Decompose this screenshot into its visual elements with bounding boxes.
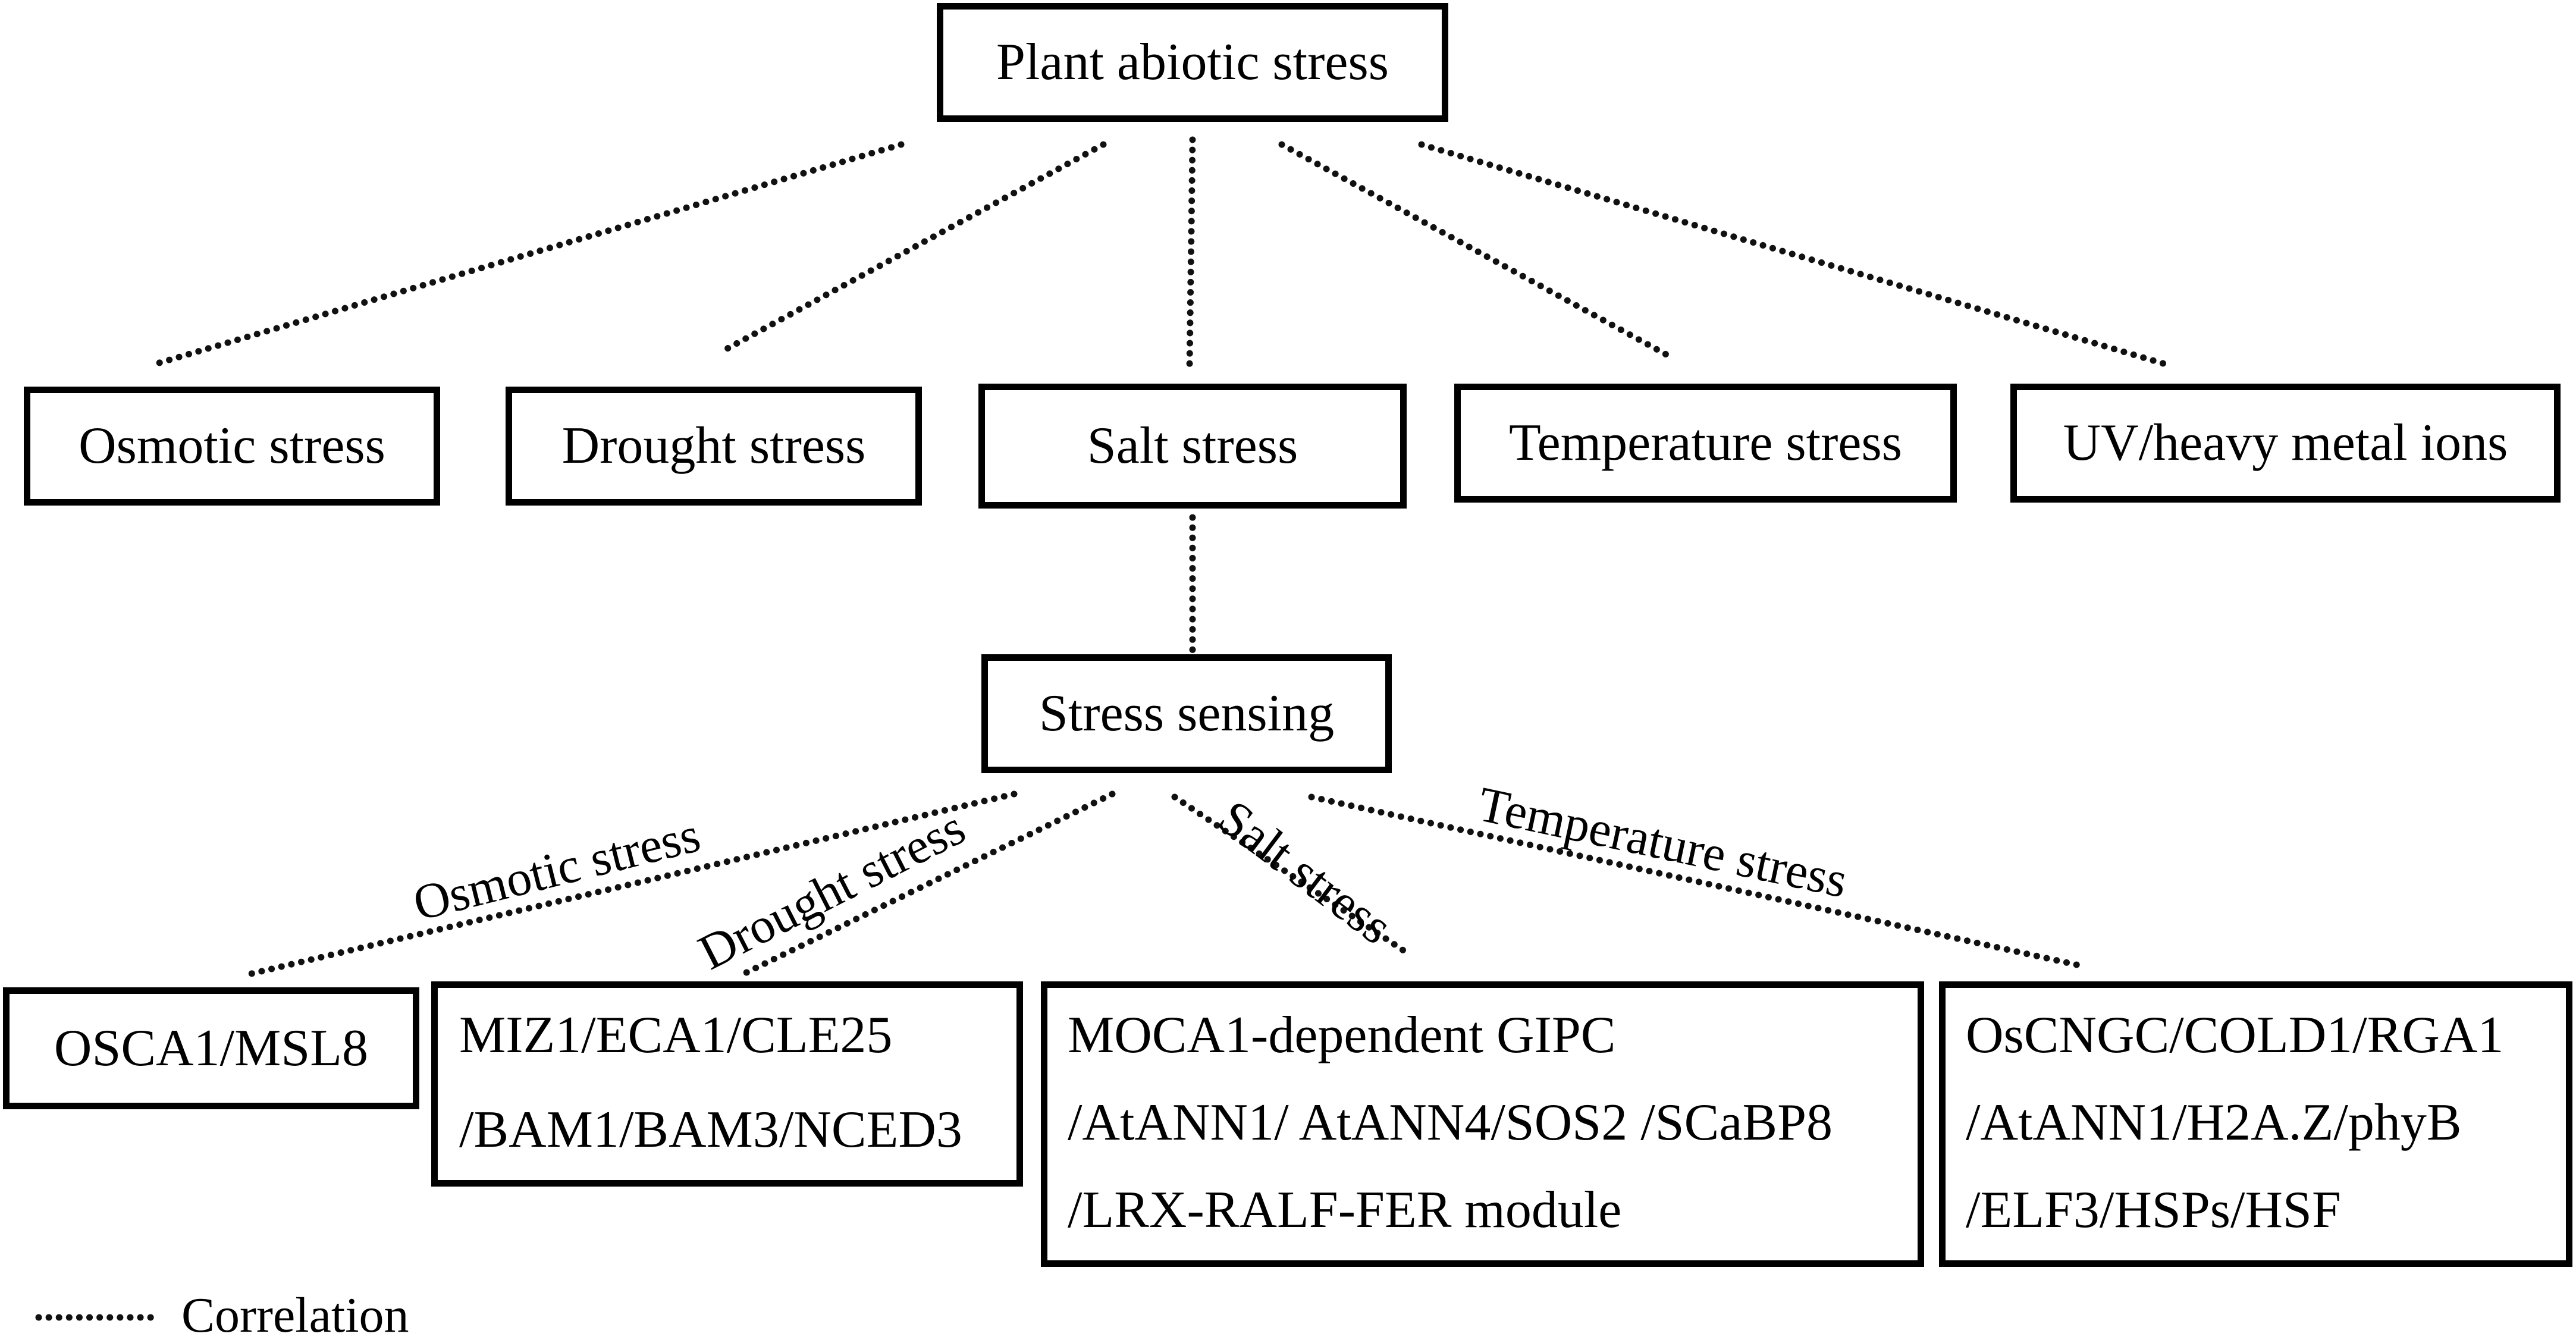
stress-node-drought: Drought stress <box>506 387 922 506</box>
sensor-node-osmotic: OSCA1/MSL8 <box>3 987 419 1109</box>
legend-label: Correlation <box>181 1288 409 1343</box>
root-node: Plant abiotic stress <box>937 3 1448 122</box>
link-root-temperature <box>1278 141 1672 359</box>
sensor-line: MIZ1/ECA1/CLE25 <box>459 1006 893 1064</box>
sensor-node-drought: MIZ1/ECA1/CLE25 /BAM1/BAM3/NCED3 <box>431 981 1023 1187</box>
sensor-line: /LRX-RALF-FER module <box>1068 1181 1622 1239</box>
link-sensing-osmotic <box>240 790 1018 979</box>
root-label: Plant abiotic stress <box>996 33 1389 91</box>
stress-label: Osmotic stress <box>79 417 385 475</box>
link-root-uv <box>1418 141 2169 368</box>
stress-label: Temperature stress <box>1509 414 1902 472</box>
stress-label: UV/heavy metal ions <box>2063 414 2508 472</box>
sensor-line: /AtANN1/ AtANN4/SOS2 /SCaBP8 <box>1068 1094 1833 1151</box>
stress-node-temperature: Temperature stress <box>1454 384 1957 503</box>
link-sensing-salt <box>1171 793 1413 958</box>
link-root-drought <box>716 141 1107 356</box>
sensor-line: OSCA1/MSL8 <box>54 1019 369 1077</box>
sensing-label: Stress sensing <box>1038 685 1335 742</box>
sensor-line: /ELF3/HSPs/HSF <box>1966 1181 2341 1239</box>
sensor-line: OsCNGC/COLD1/RGA1 <box>1966 1006 2504 1064</box>
sensor-line: /AtANN1/H2A.Z/phyB <box>1966 1094 2462 1151</box>
link-root-osmotic <box>156 141 905 366</box>
sensor-node-temperature: OsCNGC/COLD1/RGA1 /AtANN1/H2A.Z/phyB /EL… <box>1939 981 2572 1267</box>
sensor-node-salt: MOCA1-dependent GIPC /AtANN1/ AtANN4/SOS… <box>1041 981 1924 1267</box>
link-sensing-temperature <box>1308 793 2088 970</box>
sensor-line: /BAM1/BAM3/NCED3 <box>459 1101 962 1159</box>
stress-label: Salt stress <box>1087 417 1298 475</box>
stress-node-osmotic: Osmotic stress <box>24 387 440 506</box>
stress-node-uv: UV/heavy metal ions <box>2010 384 2561 503</box>
stress-label: Drought stress <box>561 417 866 475</box>
stress-node-salt: Salt stress <box>978 384 1407 509</box>
link-root-salt <box>1186 136 1196 369</box>
sensor-line: MOCA1-dependent GIPC <box>1068 1006 1616 1064</box>
sensing-node: Stress sensing <box>981 654 1392 773</box>
link-sensing-drought <box>737 790 1116 979</box>
